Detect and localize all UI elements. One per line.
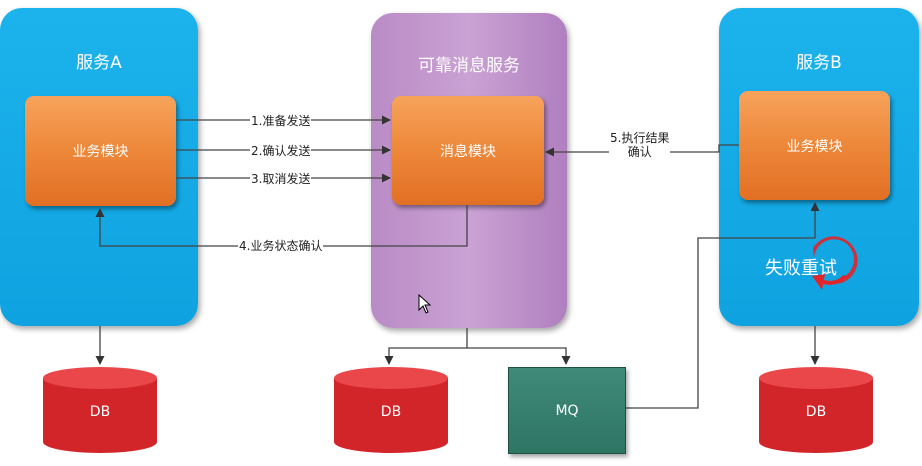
arrow-mq-to-service-b [625,202,820,409]
mouse-cursor-icon [418,294,432,314]
service-a-database-label: DB [89,404,111,420]
message-queue-label: MQ [555,402,579,419]
label-confirm-send: 2.确认发送 [250,144,312,158]
label-execution-result-line2: 确认 [627,145,652,159]
retry-cycle-icon [812,236,858,290]
label-execution-result: 5.执行结果 确认 [609,131,671,159]
service-a-business-module: 业务模块 [25,96,176,206]
service-b-business-module-label: 业务模块 [786,138,843,155]
database-icon [334,367,448,453]
retry-label: 失败重试 [765,258,837,279]
service-b-title: 服务B [796,53,842,73]
label-execution-result-line1: 5.执行结果 [610,131,670,145]
message-module-label: 消息模块 [440,143,496,160]
database-icon [759,367,873,453]
label-business-status-check: 4.业务状态确认 [238,239,324,253]
service-b-business-module: 业务模块 [739,91,890,200]
reliable-message-service-title: 可靠消息服务 [418,56,520,76]
message-service-database-label: DB [380,404,402,420]
arrow-message-to-mq [467,347,571,365]
database-icon [43,367,157,453]
service-a-title: 服务A [76,53,122,73]
label-cancel-send: 3.取消发送 [250,172,312,186]
service-a-business-module-label: 业务模块 [72,144,129,160]
arrow-message-to-db [384,328,468,365]
label-prepare-send: 1.准备发送 [250,114,312,128]
service-b-database: DB [758,366,874,454]
service-a-database: DB [42,366,158,454]
message-queue: MQ [508,367,626,454]
message-service-database: DB [333,366,449,454]
service-b-database-label: DB [805,404,827,420]
message-module: 消息模块 [392,96,544,205]
